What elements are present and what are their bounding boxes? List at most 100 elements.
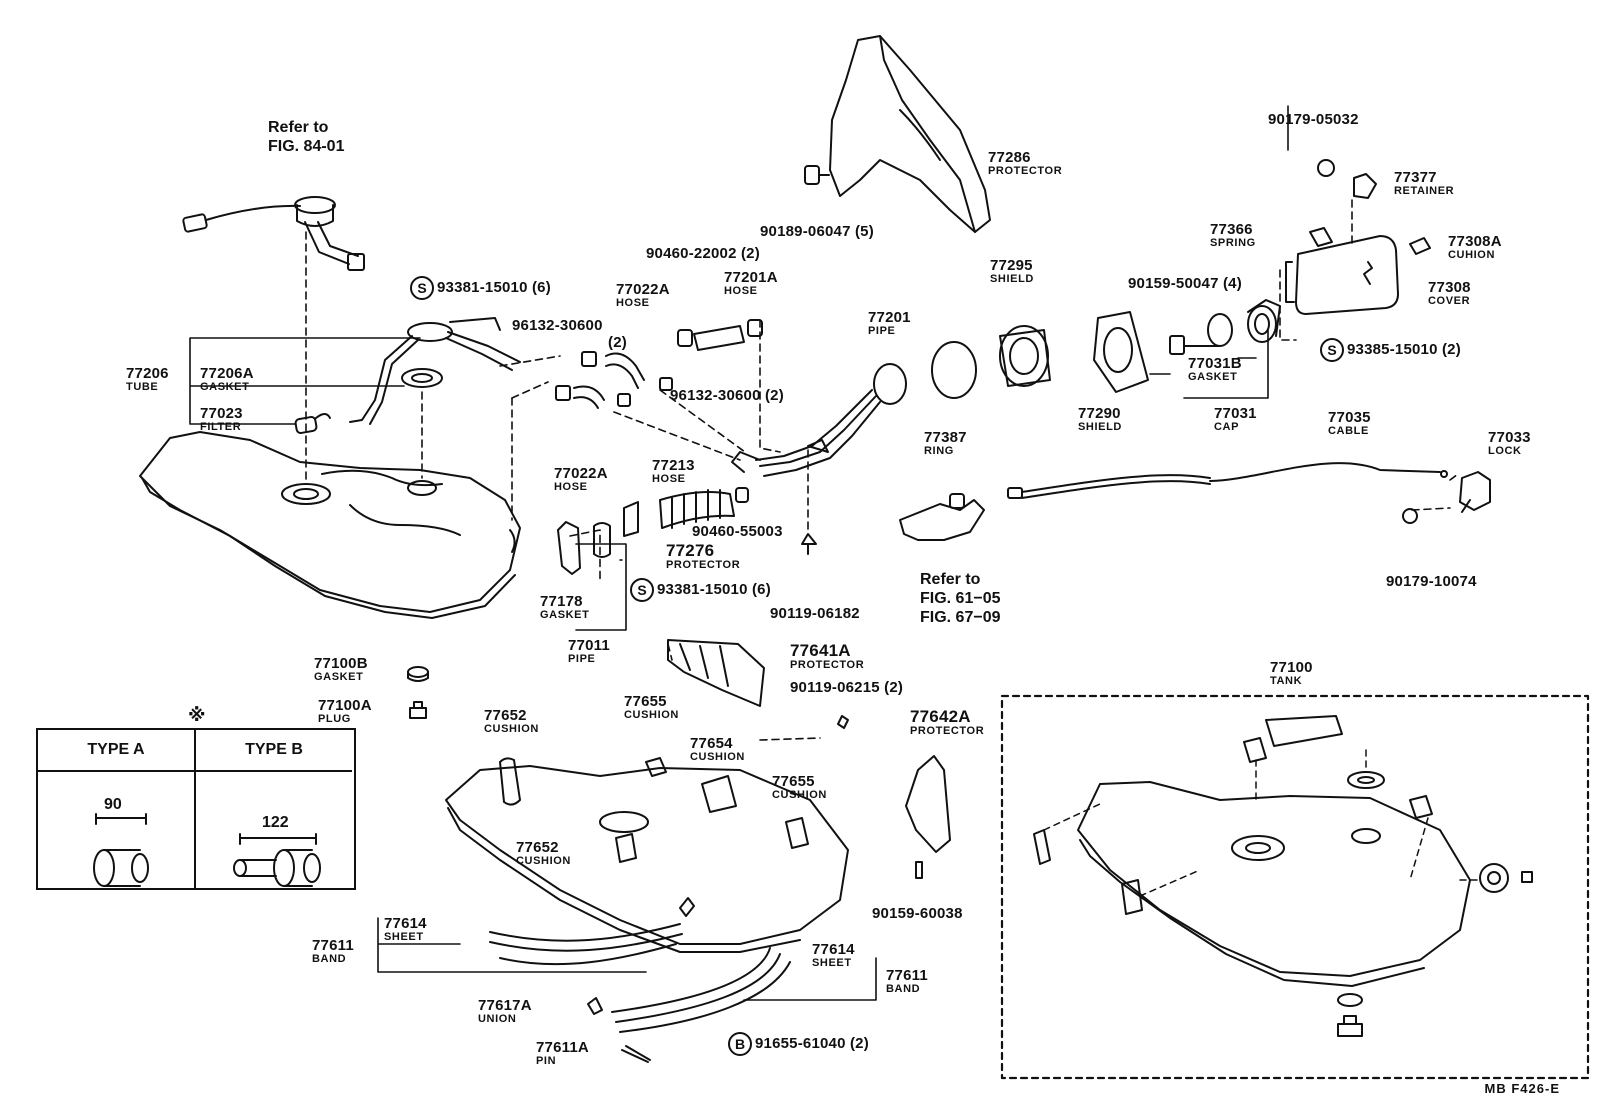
part-label: 77377 RETAINER xyxy=(1394,170,1454,197)
part-number: 77366 xyxy=(1210,221,1253,238)
part-label: 77611A PIN xyxy=(536,1040,589,1067)
part-label: 90179-10074 xyxy=(1386,574,1477,589)
part-number: 77652 xyxy=(516,839,559,856)
part-number: 77614 xyxy=(812,941,855,958)
part-number: 77655 xyxy=(624,693,667,710)
part-name: PROTECTOR xyxy=(988,165,1063,177)
part-name: COVER xyxy=(1428,295,1471,307)
part-label: 90460-22002 (2) xyxy=(646,246,760,261)
part-name: PLUG xyxy=(318,713,351,725)
tube-assembly-drawing xyxy=(294,317,521,434)
part-name: LOCK xyxy=(1488,445,1522,457)
part-number: 77377 xyxy=(1394,169,1437,186)
s-marker-icon: S xyxy=(630,578,654,602)
part-label: 96132-30600 (2) xyxy=(670,388,784,403)
part-number: 93381-15010 (6) xyxy=(657,581,771,599)
ref-line-1: Refer to xyxy=(268,119,329,136)
part-number: 77611 xyxy=(312,937,354,954)
part-label: 77652 CUSHION xyxy=(484,708,539,735)
straps-drawing xyxy=(489,923,791,1063)
part-label: 77031B GASKET xyxy=(1188,356,1242,383)
part-label: 77023 FILTER xyxy=(200,406,243,433)
part-name: SHEET xyxy=(812,957,852,969)
type-b-header: TYPE B xyxy=(196,730,352,772)
type-table-star: ※ xyxy=(188,705,206,725)
part-number: 90119-06215 (2) xyxy=(790,679,904,696)
part-number: 77022A xyxy=(554,465,608,482)
figure-code: MB F426-E xyxy=(1484,1081,1560,1096)
type-comparison-table: TYPE A TYPE B xyxy=(36,728,356,890)
part-label: 77655 CUSHION xyxy=(624,694,679,721)
type-a-dimension: 90 xyxy=(104,796,122,813)
part-name: GASKET xyxy=(314,671,364,683)
part-number: 77655 xyxy=(772,773,815,790)
ref-line-1: Refer to xyxy=(920,571,981,588)
part-number: 93385-15010 (2) xyxy=(1347,341,1461,359)
part-label: 77641A PROTECTOR xyxy=(790,642,864,671)
part-number: 77033 xyxy=(1488,429,1531,446)
part-number: 90189-06047 (5) xyxy=(760,223,874,240)
part-label: 77308A CUHION xyxy=(1448,234,1502,261)
part-label: 90189-06047 (5) xyxy=(760,224,874,239)
part-name: CUSHION xyxy=(484,723,539,735)
part-name: PROTECTOR xyxy=(666,559,741,571)
part-label: 77022A HOSE xyxy=(616,282,670,309)
part-number: 77031B xyxy=(1188,355,1242,372)
ref-line-2: FIG. 61−05 xyxy=(920,590,1001,607)
filler-neck-parts-drawing xyxy=(557,487,817,575)
part-name: RETAINER xyxy=(1394,185,1455,197)
fuel-tank-left-drawing xyxy=(139,431,521,619)
part-name: PIPE xyxy=(868,325,896,337)
part-label: 77031 CAP xyxy=(1214,406,1257,433)
type-table-divider xyxy=(194,770,196,888)
part-label: 77611 BAND xyxy=(886,968,928,995)
part-name: CUSHION xyxy=(772,789,827,801)
group-brackets xyxy=(189,105,1289,1001)
part-number: 77617A xyxy=(478,997,532,1014)
part-label: 77206A GASKET xyxy=(200,366,254,393)
part-label: 96132-30600 (2) xyxy=(512,318,627,350)
part-number: 77213 xyxy=(652,457,695,474)
part-label: 90179-05032 xyxy=(1268,112,1359,127)
cap-area-drawing xyxy=(931,299,1281,399)
fuel-door-drawing xyxy=(1285,159,1431,315)
type-b-dimension: 122 xyxy=(262,814,289,831)
part-name: PIPE xyxy=(568,653,596,665)
part-label: 77022A HOSE xyxy=(554,466,608,493)
part-name: FILTER xyxy=(200,421,242,433)
part-label: 77100B GASKET xyxy=(314,656,368,683)
part-number: 90179-10074 xyxy=(1386,573,1477,590)
part-name: SHEET xyxy=(384,931,424,943)
part-number: 77654 xyxy=(690,735,733,752)
part-name: PIN xyxy=(536,1055,557,1067)
part-number: 77387 xyxy=(924,429,967,446)
part-label: 77276 PROTECTOR xyxy=(666,542,740,571)
part-label: 90460-55003 xyxy=(692,524,783,539)
part-number: 77290 xyxy=(1078,405,1121,422)
part-number: 77276 xyxy=(666,541,715,560)
part-name: PROTECTOR xyxy=(910,725,985,737)
part-number: 77100 xyxy=(1270,659,1313,676)
part-label: 77100A PLUG xyxy=(318,698,372,725)
part-number: 77100B xyxy=(314,655,368,672)
b-marker-icon: B xyxy=(728,1032,752,1056)
part-label: 77614 SHEET xyxy=(384,916,427,943)
lock-reference: Refer to FIG. 61−05 FIG. 67−09 xyxy=(920,572,1001,626)
part-number: 77178 xyxy=(540,593,583,610)
part-number: 77201A xyxy=(724,269,778,286)
part-name: CAP xyxy=(1214,421,1240,433)
s-marker-icon: S xyxy=(410,276,434,300)
fuel-pump-sender-drawing xyxy=(182,196,365,271)
part-label: 77655 CUSHION xyxy=(772,774,827,801)
part-name: CUHION xyxy=(1448,249,1495,261)
part-name: SHIELD xyxy=(1078,421,1122,433)
part-name: CUSHION xyxy=(624,709,679,721)
part-label: 77286 PROTECTOR xyxy=(988,150,1062,177)
part-name: SPRING xyxy=(1210,237,1256,249)
type-a-header: TYPE A xyxy=(38,730,196,772)
part-label: 77652 CUSHION xyxy=(516,840,571,867)
part-number: 77286 xyxy=(988,149,1031,166)
part-label: 77295 SHIELD xyxy=(990,258,1034,285)
